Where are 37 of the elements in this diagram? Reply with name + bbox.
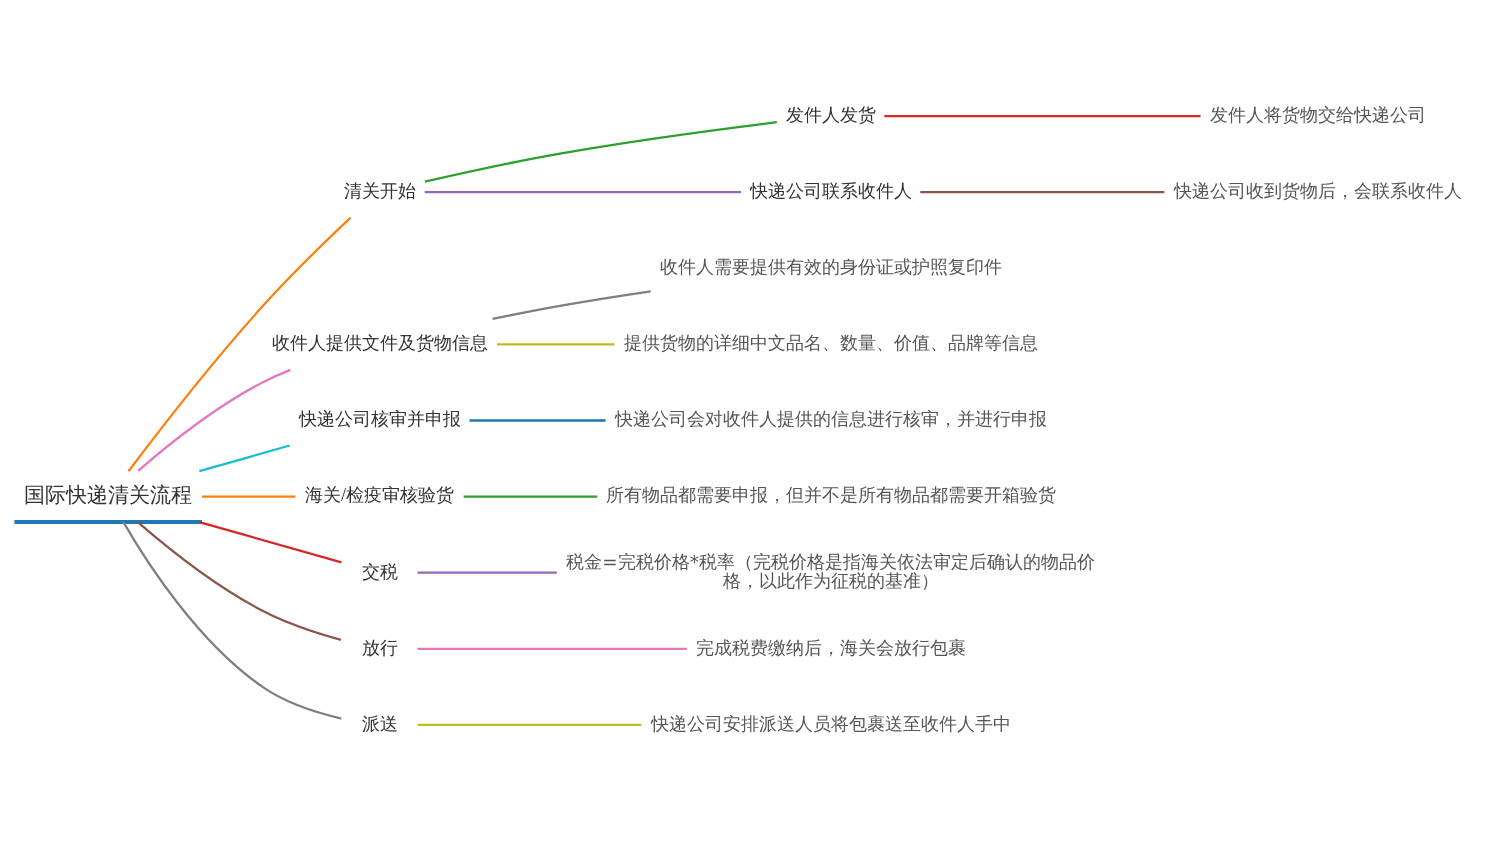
- node-text: 税金=完税价格*税率（完税价格是指海关依法审定后确认的物品价格，以此作为征税的基准）: [566, 550, 1095, 592]
- node-text: 快递公司收到货物后，会联系收件人: [1173, 179, 1462, 201]
- node-text: 国际快递清关流程: [24, 482, 193, 507]
- node-text: 所有物品都需要申报，但并不是所有物品都需要开箱验货: [605, 484, 1056, 506]
- connector: [417, 571, 557, 574]
- connector: [122, 521, 342, 720]
- node-text: 快递公司会对收件人提供的信息进行核审，并进行申报: [614, 408, 1047, 430]
- node-text: 海关/检疫审核验货: [304, 485, 455, 506]
- connector: [199, 521, 342, 564]
- connector: [920, 191, 1165, 194]
- connector: [417, 647, 687, 650]
- node-text: 收件人需要提供有效的身份证或护照复印件: [659, 256, 1002, 278]
- node-text: 快递公司核审并申报: [298, 409, 461, 430]
- connector: [492, 290, 651, 321]
- node-text: 派送: [361, 713, 398, 734]
- node-text: 放行: [361, 637, 398, 658]
- node-text: 交税: [361, 561, 398, 582]
- connector: [496, 343, 615, 346]
- node-text: 快递公司安排派送人员将包裹送至收件人手中: [650, 712, 1011, 734]
- node-text: 完成税费缴纳后，海关会放行包裹: [695, 636, 966, 658]
- connector: [884, 114, 1201, 118]
- node-text: 快递公司联系收件人: [749, 180, 912, 201]
- node-text: 发件人发货: [785, 104, 876, 125]
- node-text: 清关开始: [343, 180, 416, 201]
- connector: [417, 723, 642, 727]
- connector: [127, 216, 352, 472]
- node-text: 收件人提供文件及货物信息: [271, 333, 488, 354]
- connector: [469, 419, 606, 422]
- node-text: 提供货物的详细中文品名、数量、价值、品牌等信息: [623, 332, 1038, 354]
- connector: [424, 121, 777, 183]
- connector: [199, 444, 291, 473]
- connector: [424, 191, 742, 194]
- connector: [463, 495, 598, 498]
- node-text: 发件人将货物交给快递公司: [1209, 103, 1426, 125]
- connector: [202, 495, 296, 498]
- connector: [137, 368, 291, 472]
- connector: [137, 521, 342, 641]
